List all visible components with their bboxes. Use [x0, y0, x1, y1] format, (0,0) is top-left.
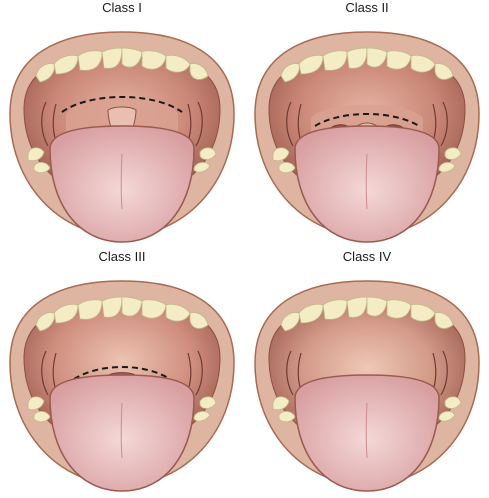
upper-teeth — [35, 296, 209, 332]
tongue — [294, 125, 440, 243]
panel-class-iv: Class IV — [245, 249, 489, 498]
upper-teeth — [280, 296, 454, 332]
tongue-midline — [365, 153, 368, 210]
palate-dashed-line — [73, 366, 171, 380]
panel-label: Class I — [102, 0, 142, 15]
tongue — [49, 125, 195, 243]
side-teeth — [27, 147, 217, 174]
panel-label: Class II — [345, 0, 389, 15]
tongue-midline — [120, 402, 123, 459]
mouth-illustration — [9, 31, 235, 243]
panel-class-i: Class I — [0, 0, 244, 249]
panel-label: Class IV — [342, 249, 392, 264]
palate-dashed-line — [61, 96, 183, 113]
side-teeth — [272, 396, 462, 423]
upper-teeth — [35, 47, 209, 83]
mouth-illustration — [9, 280, 235, 492]
upper-teeth — [280, 47, 454, 83]
palate-dashed-line — [314, 113, 420, 127]
tongue — [294, 374, 440, 492]
mouth-illustration — [254, 280, 480, 492]
side-teeth — [27, 396, 217, 423]
tongue-midline — [365, 402, 368, 459]
panel-class-ii: Class II — [245, 0, 489, 249]
tongue-midline — [120, 153, 123, 210]
mouth-illustration — [254, 31, 480, 243]
tongue — [49, 374, 195, 492]
side-teeth — [272, 147, 462, 174]
panel-label: Class III — [98, 249, 146, 264]
panel-class-iii: Class III — [0, 249, 244, 498]
